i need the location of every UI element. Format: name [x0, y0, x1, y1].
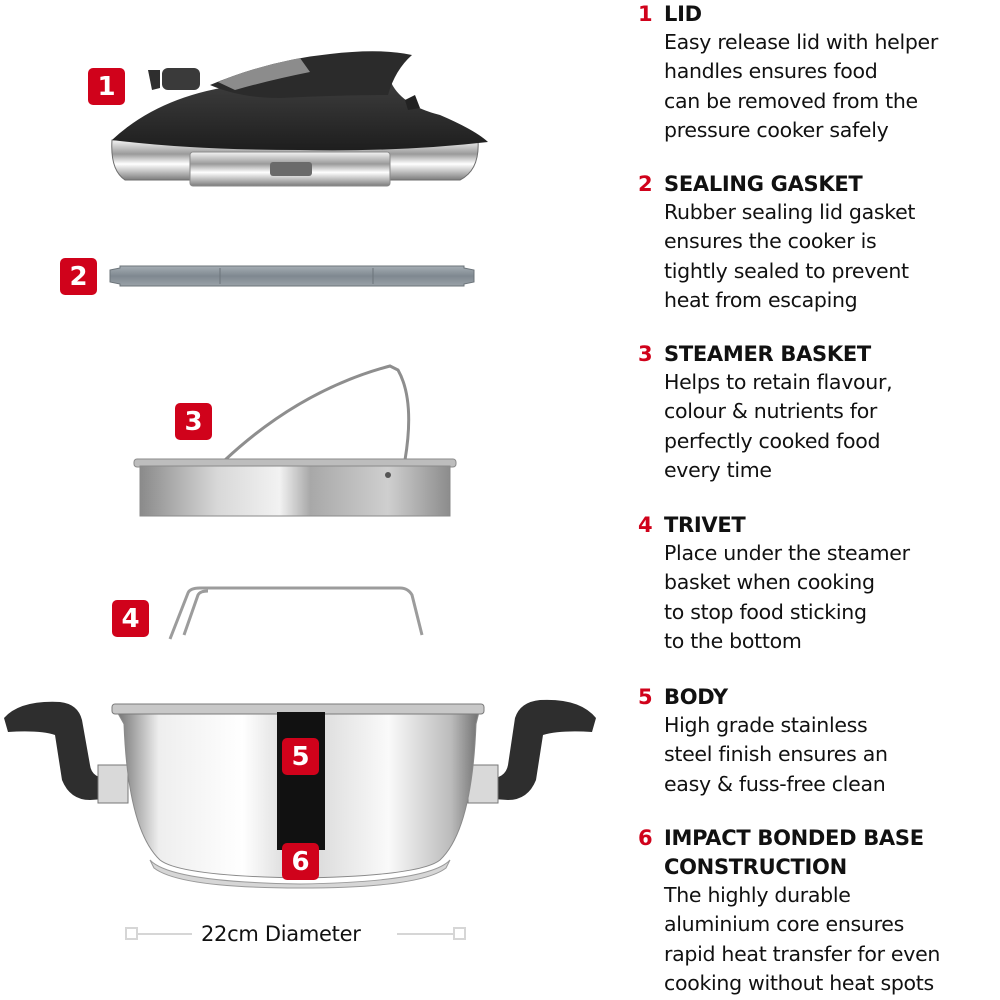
feature-number: 6	[638, 826, 653, 850]
description-line: Helps to retain flavour,	[664, 370, 893, 394]
description-line: perfectly cooked food	[664, 428, 881, 453]
dimension-endcap-left	[125, 927, 138, 940]
description-line: pressure cooker safely	[664, 117, 889, 142]
part-badge-1: 1	[88, 68, 125, 105]
feature-title: BODY	[664, 685, 728, 709]
description-line: ensures the cooker is	[664, 229, 877, 254]
diameter-indicator: 22cm Diameter	[125, 920, 467, 950]
part-badge-3: 3	[175, 403, 212, 440]
description-line: to stop food sticking	[664, 599, 867, 624]
feature-description: Helps to retain flavour, colour & nutrie…	[664, 368, 1000, 485]
diameter-label: 22cm Diameter	[201, 922, 361, 946]
description-line: The highly durable	[664, 883, 851, 907]
description-line: rapid heat transfer for even	[664, 941, 941, 966]
part-badge-4: 4	[112, 600, 149, 637]
dimension-line-left	[138, 933, 192, 935]
description-line: to the bottom	[664, 628, 802, 653]
description-line: easy & fuss-free clean	[664, 771, 886, 796]
body-illustration	[0, 690, 600, 890]
description-line: Place under the steamer	[664, 541, 910, 565]
description-line: cooking without heat spots	[664, 970, 934, 995]
feature-description: Easy release lid with helper handles ens…	[664, 28, 1000, 145]
trivet-illustration	[160, 583, 430, 643]
feature-title: SEALING GASKET	[664, 172, 863, 196]
feature-description: Place under the steamer basket when cook…	[664, 539, 1000, 656]
feature-description: Rubber sealing lid gasket ensures the co…	[664, 198, 1000, 315]
part-badge-5: 5	[282, 738, 319, 775]
part-badge-2: 2	[60, 258, 97, 295]
description-line: can be removed from the	[664, 88, 918, 113]
feature-title: IMPACT BONDED BASE	[664, 826, 924, 850]
dimension-line-right	[397, 933, 453, 935]
trivet-icon	[168, 586, 424, 640]
gasket-illustration	[108, 262, 476, 290]
description-line: steel finish ensures an	[664, 742, 888, 767]
description-line: Easy release lid with helper	[664, 30, 938, 54]
description-line: tightly sealed to prevent	[664, 258, 909, 283]
gasket-icon	[109, 265, 475, 287]
feature-title: STEAMER BASKET	[664, 342, 871, 366]
feature-number: 2	[638, 172, 653, 196]
description-line: Rubber sealing lid gasket	[664, 200, 916, 224]
body-icon	[4, 699, 596, 889]
steamer-basket-icon	[133, 364, 457, 517]
steamer-basket-illustration	[130, 360, 470, 520]
feature-number: 5	[638, 685, 653, 709]
feature-title-line2: CONSTRUCTION	[664, 855, 847, 879]
feature-description: High grade stainless steel finish ensure…	[664, 711, 1000, 799]
part-badge-6: 6	[282, 843, 319, 880]
feature-title: TRIVET	[664, 513, 746, 537]
description-line: every time	[664, 457, 772, 482]
lid-icon	[111, 51, 488, 187]
feature-number: 1	[638, 2, 653, 26]
description-line: High grade stainless	[664, 713, 868, 737]
description-line: colour & nutrients for	[664, 399, 878, 424]
feature-number: 3	[638, 342, 653, 366]
feature-number: 4	[638, 513, 653, 537]
description-line: handles ensures food	[664, 59, 878, 84]
lid-illustration	[100, 40, 500, 200]
feature-description: The highly durable aluminium core ensure…	[664, 881, 1000, 998]
feature-title: LID	[664, 2, 702, 26]
description-line: heat from escaping	[664, 287, 858, 312]
description-line: aluminium core ensures	[664, 912, 904, 937]
dimension-endcap-right	[453, 927, 466, 940]
description-line: basket when cooking	[664, 570, 875, 595]
